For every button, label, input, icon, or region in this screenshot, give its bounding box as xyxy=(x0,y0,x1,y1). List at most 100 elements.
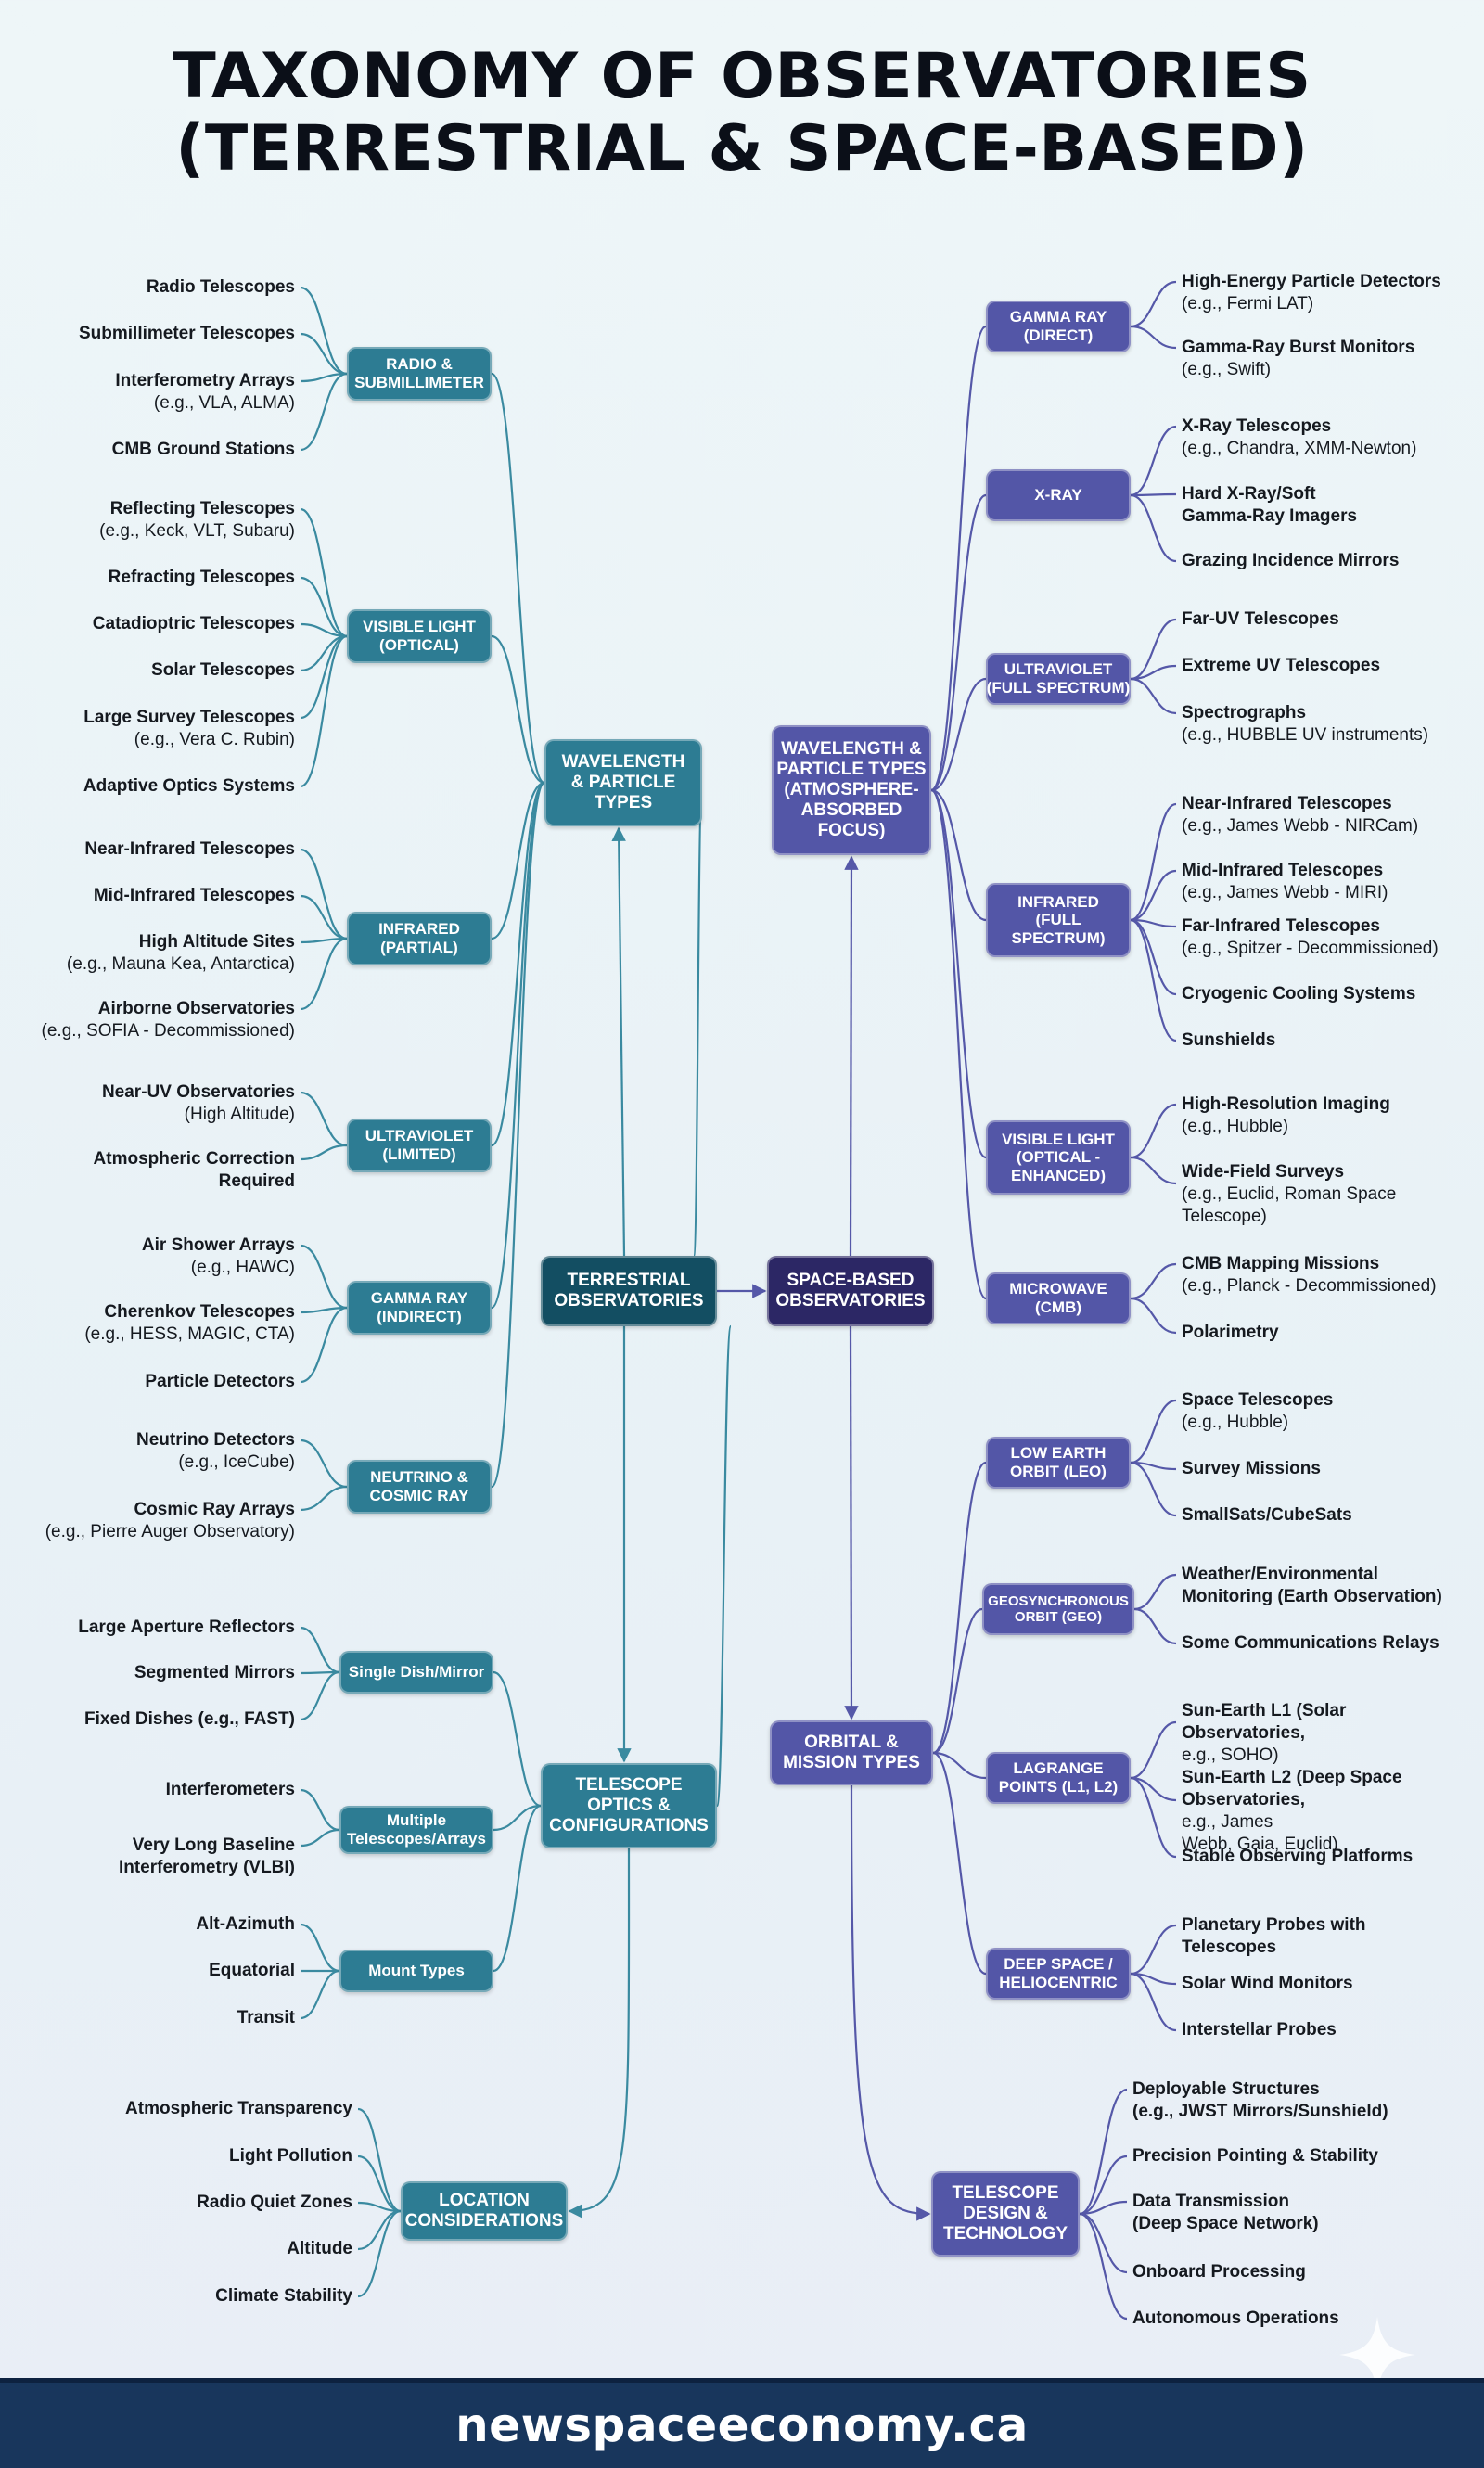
space-wavelength-to-group-line xyxy=(930,788,987,1159)
footer-site-name[interactable]: newspaceeconomy.ca xyxy=(455,2398,1029,2452)
space-group-node[interactable]: MICROWAVE(CMB) xyxy=(986,1272,1131,1324)
optics-to-group-line xyxy=(493,1804,542,1832)
space-design-node-label-line: TELESCOPE xyxy=(952,2183,1059,2204)
terrestrial-group-node[interactable]: ULTRAVIOLET(LIMITED) xyxy=(347,1119,492,1172)
space-group-to-leaf-line xyxy=(1130,1156,1177,1185)
space-leaf-item-title: CMB Mapping Missions xyxy=(1182,1254,1380,1273)
terrestrial-leaf-item-title: Solar Telescopes xyxy=(151,660,295,680)
space-group-to-leaf-line xyxy=(1130,918,1177,1042)
optics-group-to-leaf-line xyxy=(300,1828,340,1848)
space-group-node-label-line: GAMMA RAY xyxy=(1009,308,1107,326)
group-to-leaf-line xyxy=(300,372,348,383)
space-leaf-item: Wide-Field Surveys(e.g., Euclid, Roman S… xyxy=(1182,1161,1396,1228)
orbital-group-node-label-line: ORBIT (LEO) xyxy=(1010,1463,1107,1480)
space-group-node-label-line: (DIRECT) xyxy=(1023,326,1094,344)
terrestrial-leaf-item-title: Cosmic Ray Arrays xyxy=(134,1500,295,1519)
design-leaf-item-title: (e.g., JWST Mirrors/Sunshield) xyxy=(1132,2102,1388,2121)
terrestrial-leaf-item-title: Submillimeter Telescopes xyxy=(78,324,295,343)
terrestrial-leaf-item-detail: (High Altitude) xyxy=(184,1105,295,1124)
space-group-node[interactable]: VISIBLE LIGHT(OPTICAL -ENHANCED) xyxy=(986,1120,1131,1195)
space-group-node[interactable]: ULTRAVIOLET(FULL SPECTRUM) xyxy=(986,653,1131,705)
orbital-leaf-item: Space Telescopes(e.g., Hubble) xyxy=(1182,1389,1333,1434)
design-to-leaf-line xyxy=(1079,2155,1128,2216)
optics-leaf-item: Equatorial xyxy=(209,1960,295,1982)
space-group-to-leaf-line xyxy=(1130,325,1177,350)
location-to-leaf-line xyxy=(357,2107,402,2213)
optics-leaf-item-title: Interferometers xyxy=(165,1780,295,1799)
space-group-node[interactable]: X-RAY xyxy=(986,469,1131,521)
orbital-group-to-leaf-line xyxy=(1130,1776,1177,1859)
terrestrial-location-node-label-line: LOCATION xyxy=(439,2191,530,2211)
location-leaf-item: Radio Quiet Zones xyxy=(197,2192,352,2214)
terrestrial-group-node-label-line: (INDIRECT) xyxy=(377,1308,462,1325)
space-wavelength-to-group-line xyxy=(930,325,987,792)
space-leaf-item-title: Hard X-Ray/Soft xyxy=(1182,484,1316,504)
terrestrial-group-node-label-line: (PARTIAL) xyxy=(380,939,458,956)
space-leaf-item-detail: (e.g., Swift) xyxy=(1182,360,1272,379)
location-leaf-item: Atmospheric Transparency xyxy=(125,2098,352,2120)
space-leaf-item-detail: (e.g., Hubble) xyxy=(1182,1117,1289,1136)
space-group-to-leaf-line xyxy=(1130,1103,1177,1159)
optics-leaf-item-title: Segmented Mirrors xyxy=(134,1663,295,1682)
orbital-group-node[interactable]: DEEP SPACE /HELIOCENTRIC xyxy=(986,1948,1131,2000)
optics-leaf-item: Transit xyxy=(237,2007,295,2029)
orbital-leaf-item: SmallSats/CubeSats xyxy=(1182,1504,1352,1527)
terrestrial-root-node-label-line: OBSERVATORIES xyxy=(554,1291,704,1311)
terrestrial-group-node[interactable]: INFRARED(PARTIAL) xyxy=(347,912,492,965)
orbital-group-to-leaf-line xyxy=(1130,1399,1177,1464)
design-leaf-item-title: (Deep Space Network) xyxy=(1132,2214,1319,2233)
space-group-to-leaf-line xyxy=(1130,918,1177,928)
terrestrial-leaf-item: Large Survey Telescopes (e.g., Vera C. Ru… xyxy=(83,707,295,751)
terrestrial-group-node[interactable]: NEUTRINO &COSMIC RAY xyxy=(347,1460,492,1514)
optics-leaf-item-title: Interferometry (VLBI) xyxy=(118,1858,295,1877)
orbital-to-group-line xyxy=(932,1461,987,1755)
terrestrial-leaf-item-detail: (e.g., Vera C. Rubin) xyxy=(134,730,295,749)
optics-group-node[interactable]: Mount Types xyxy=(339,1950,493,1992)
space-orbital-node[interactable]: ORBITAL &MISSION TYPES xyxy=(770,1720,933,1785)
terrestrial-wavelength-cross-line xyxy=(692,781,704,1258)
terrestrial-group-node-label-line: (OPTICAL) xyxy=(379,636,459,654)
orbital-leaf-item-title: SmallSats/CubeSats xyxy=(1182,1505,1352,1525)
space-group-node-label-line: (OPTICAL - xyxy=(1016,1148,1101,1167)
terrestrial-group-node[interactable]: RADIO &SUBMILLIMETER xyxy=(347,347,492,401)
terrestrial-group-node[interactable]: VISIBLE LIGHT(OPTICAL) xyxy=(347,609,492,663)
terrestrial-leaf-item-title: Catadioptric Telescopes xyxy=(92,614,295,633)
group-to-leaf-line xyxy=(300,507,348,638)
space-group-node[interactable]: GAMMA RAY(DIRECT) xyxy=(986,301,1131,352)
optics-group-to-leaf-line xyxy=(300,1923,340,1973)
space-wavelength-to-group-line xyxy=(930,788,987,1300)
terrestrial-leaf-item-title: Reflecting Telescopes xyxy=(109,499,295,518)
optics-group-node[interactable]: Single Dish/Mirror xyxy=(339,1651,493,1694)
group-to-leaf-line xyxy=(300,894,348,940)
space-leaf-item: X-Ray Telescopes(e.g., Chandra, XMM-Newt… xyxy=(1182,416,1416,460)
orbital-group-node-label-line: HELIOCENTRIC xyxy=(999,1974,1118,1991)
space-group-node-label-line: (CMB) xyxy=(1034,1298,1082,1316)
optics-leaf-item: Alt-Azimuth xyxy=(196,1913,295,1936)
space-leaf-item: High-Resolution Imaging(e.g., Hubble) xyxy=(1182,1093,1390,1138)
space-group-node-label-line: ULTRAVIOLET xyxy=(1004,660,1113,679)
group-to-leaf-line xyxy=(300,634,348,720)
space-leaf-item-title: Extreme UV Telescopes xyxy=(1182,656,1381,675)
terrestrial-leaf-item-title: Large Survey Telescopes xyxy=(83,708,295,727)
title-line-1: TAXONOMY OF OBSERVATORIES xyxy=(173,40,1311,113)
optics-leaf-item-title: Alt-Azimuth xyxy=(196,1914,295,1934)
space-wavelength-to-group-line xyxy=(930,677,987,792)
title-line-2: (TERRESTRIAL & SPACE-BASED) xyxy=(175,112,1309,185)
space-wavelength-node[interactable]: WAVELENGTH &PARTICLE TYPES(ATMOSPHERE-AB… xyxy=(772,725,931,855)
terrestrial-group-node[interactable]: GAMMA RAY(INDIRECT) xyxy=(347,1281,492,1335)
terrestrial-leaf-item: Near-Infrared Telescopes xyxy=(84,838,295,861)
terrestrial-leaf-item-title: Refracting Telescopes xyxy=(108,568,295,587)
